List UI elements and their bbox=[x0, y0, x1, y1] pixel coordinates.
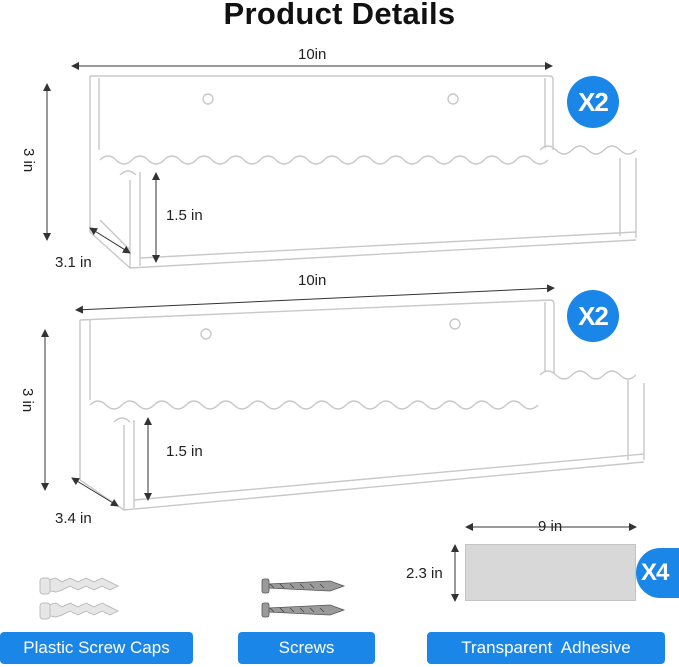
shelf-top-drawing bbox=[89, 75, 637, 269]
adhesive-height-label: 2.3 in bbox=[406, 565, 443, 582]
shelf-top-depth-label: 3.1 in bbox=[55, 254, 92, 271]
screws-label: Screws bbox=[238, 632, 375, 664]
adhesive-width-label: 9 in bbox=[538, 518, 563, 535]
shelf-bottom-drawing bbox=[79, 299, 645, 511]
shelf-top-height-label: 3 in bbox=[20, 148, 37, 173]
adhesive-pad bbox=[465, 544, 636, 601]
shelf-top-lip-label: 1.5 in bbox=[166, 207, 203, 224]
screws-icon bbox=[261, 578, 346, 618]
shelf-bottom-quantity-badge: X2 bbox=[567, 290, 619, 342]
adhesive-label: Transparent Adhesive bbox=[427, 632, 665, 664]
shelf-bottom-depth-label: 3.4 in bbox=[55, 510, 92, 527]
adhesive-dimensions bbox=[451, 523, 637, 602]
shelf-top-quantity-badge: X2 bbox=[567, 76, 619, 128]
page-title: Product Details bbox=[223, 0, 456, 31]
shelf-bottom-width-label: 10in bbox=[298, 272, 327, 289]
screw-caps-icon bbox=[39, 577, 120, 620]
shelf-bottom-lip-label: 1.5 in bbox=[166, 443, 203, 460]
adhesive-quantity-badge: X4 bbox=[636, 548, 679, 598]
shelf-top-dimensions bbox=[43, 62, 553, 263]
shelf-top-width-label: 10in bbox=[298, 46, 327, 63]
shelf-bottom-dimensions bbox=[41, 284, 555, 507]
shelf-bottom-height-label: 3 in bbox=[19, 388, 36, 413]
screw-caps-label: Plastic Screw Caps bbox=[0, 632, 193, 664]
